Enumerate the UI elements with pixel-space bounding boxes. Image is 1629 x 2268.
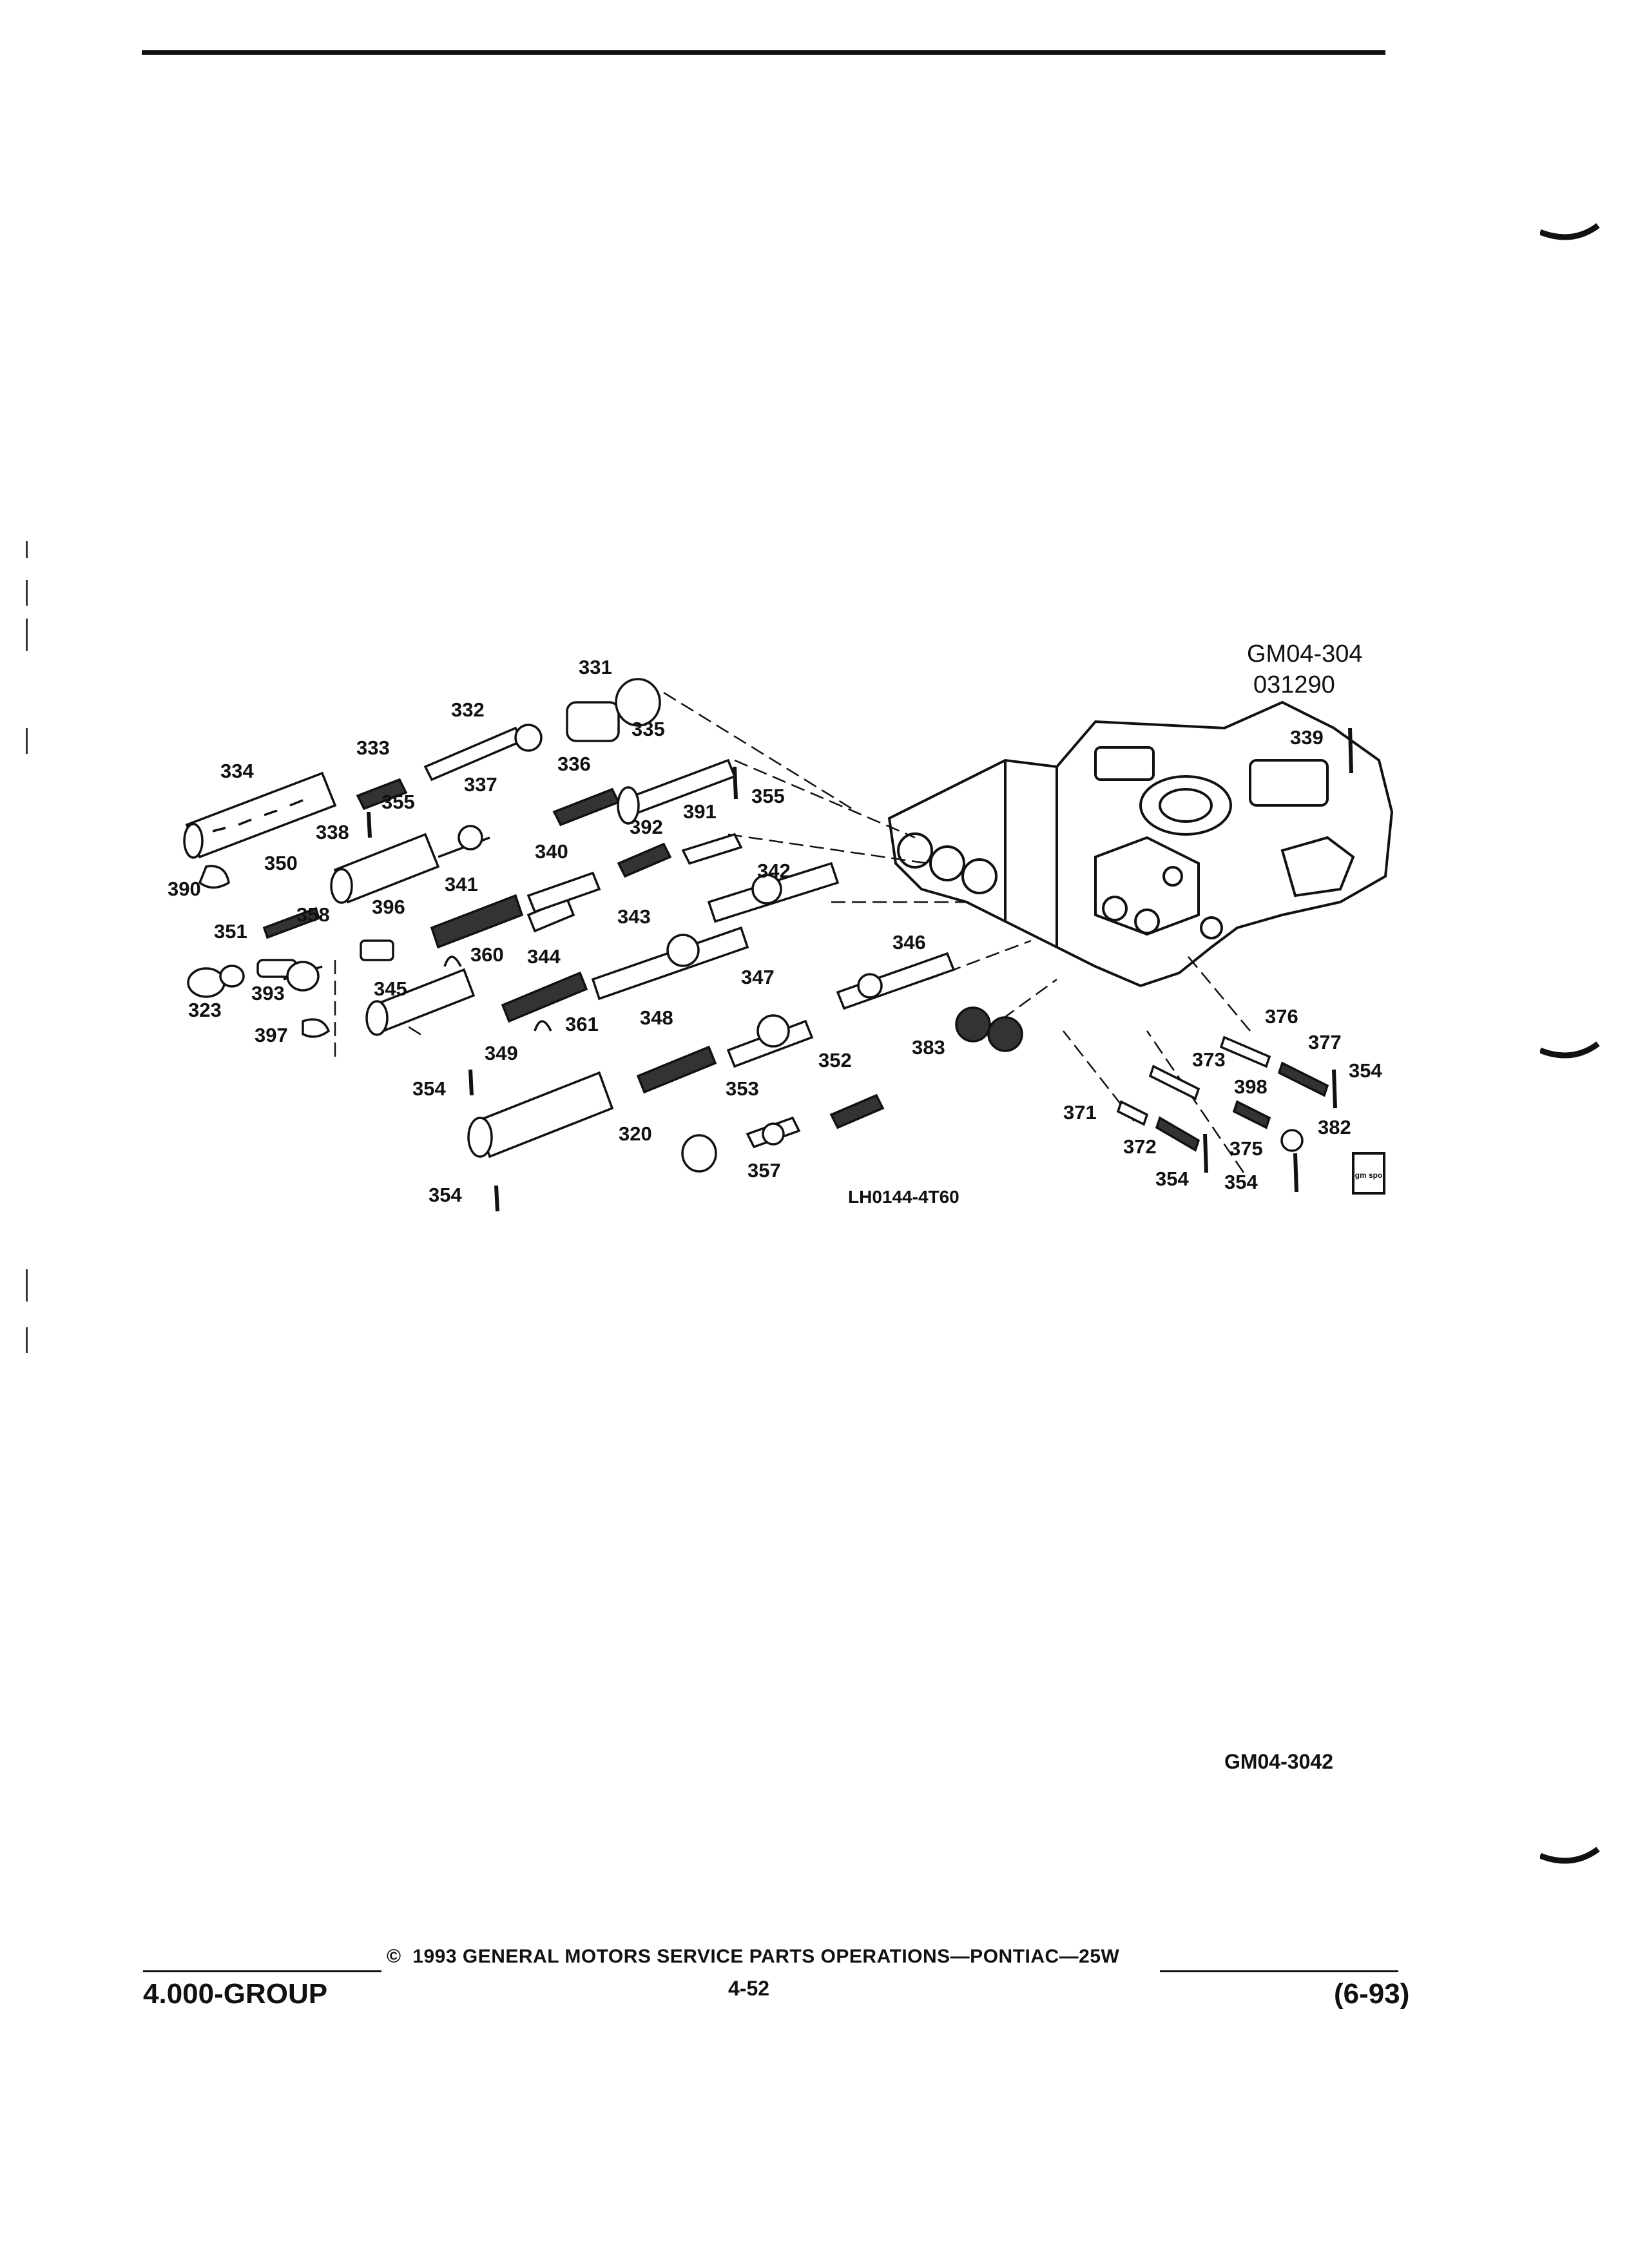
callout-label: 398 — [1234, 1075, 1268, 1098]
callout-label: 354 — [1349, 1059, 1382, 1082]
callout-label: 349 — [485, 1042, 518, 1064]
figure-ref: GM04-3042 — [1224, 1750, 1333, 1773]
callout-labels: 331 332 333 334 335 336 337 338 339 340 … — [168, 640, 1382, 1773]
margin-tick — [26, 619, 28, 651]
top-rule — [142, 50, 1385, 55]
callout-label: 383 — [912, 1036, 945, 1059]
margin-tick — [26, 728, 28, 754]
callout-label: 347 — [741, 966, 775, 988]
callout-label: 353 — [726, 1077, 759, 1100]
footer-copyright: © 1993 GENERAL MOTORS SERVICE PARTS OPER… — [387, 1946, 1119, 1968]
callout-label: 343 — [617, 905, 651, 928]
callout-label: 382 — [1318, 1116, 1351, 1139]
page-curl-mark — [1540, 1041, 1600, 1059]
callout-label: 344 — [527, 945, 561, 968]
callout-label: 335 — [631, 718, 665, 740]
footer-date: (6-93) — [1334, 1978, 1410, 2010]
callout-label: 354 — [412, 1077, 446, 1100]
callout-label: 361 — [565, 1013, 599, 1035]
callout-label: 355 — [751, 785, 785, 807]
callout-label: 336 — [557, 753, 591, 775]
margin-tick — [26, 580, 28, 606]
callout-label: 371 — [1063, 1101, 1097, 1124]
footer-group: 4.000-GROUP — [143, 1978, 328, 2010]
callout-label: 397 — [255, 1024, 288, 1046]
valve-body-casting — [887, 700, 1394, 988]
drawing-ref: LH0144-4T60 — [848, 1187, 959, 1207]
callout-label: 323 — [188, 999, 222, 1021]
callout-label: 350 — [264, 852, 298, 874]
callout-label: 396 — [372, 896, 405, 918]
callout-label: 339 — [1290, 726, 1324, 749]
callout-label: 337 — [464, 773, 497, 796]
footer-page-number: 4-52 — [728, 1977, 770, 2000]
callout-label: 331 — [579, 656, 612, 678]
callout-label: 342 — [757, 860, 791, 882]
callout-label: 346 — [892, 931, 926, 954]
callout-label: 373 — [1192, 1048, 1226, 1071]
callout-label: 391 — [683, 800, 717, 823]
copyright-symbol: © — [387, 1946, 401, 1967]
dashed-leader-lines — [334, 691, 1251, 1173]
callout-label: 375 — [1229, 1137, 1263, 1160]
callout-label: 332 — [451, 698, 485, 721]
callout-label: 393 — [251, 982, 285, 1004]
page-curl-mark — [1540, 1847, 1600, 1864]
callout-label: 392 — [630, 816, 663, 838]
callout-label: 340 — [535, 840, 568, 863]
margin-tick — [26, 541, 28, 558]
callout-label: 341 — [445, 873, 478, 896]
callout-label: 372 — [1123, 1135, 1157, 1158]
margin-tick — [26, 1327, 28, 1353]
footer-rule-right — [1160, 1970, 1398, 1972]
callout-label: 320 — [619, 1122, 652, 1145]
callout-label: 348 — [640, 1006, 673, 1029]
callout-label: 354 — [1155, 1168, 1189, 1190]
callout-label: 354 — [429, 1184, 462, 1206]
page-curl-mark — [1540, 223, 1600, 240]
callout-label: 334 — [220, 760, 254, 782]
callout-label: 333 — [356, 736, 390, 759]
figure-id: GM04-304 — [1247, 640, 1363, 668]
exploded-valve-parts — [183, 678, 1353, 1212]
callout-label: 338 — [316, 821, 349, 843]
copyright-text: 1993 GENERAL MOTORS SERVICE PARTS OPERAT… — [412, 1946, 1120, 1967]
callout-label: 360 — [470, 943, 504, 966]
margin-tick — [26, 1269, 28, 1302]
callout-label: 358 — [296, 903, 330, 926]
logo-text: gm spo — [1355, 1171, 1383, 1180]
callout-label: 357 — [747, 1159, 781, 1182]
callout-label: 355 — [381, 791, 415, 813]
footer-rule-left — [143, 1970, 381, 1972]
figure-date-code: 031290 — [1253, 671, 1335, 698]
callout-label: 351 — [214, 920, 247, 943]
callout-label: 377 — [1308, 1031, 1342, 1053]
callout-label: 390 — [168, 878, 201, 900]
logo-box: gm spo — [1352, 1152, 1385, 1195]
callout-label: 345 — [374, 977, 407, 1000]
callout-label: 376 — [1265, 1005, 1298, 1028]
callout-label: 352 — [818, 1049, 852, 1072]
callout-label: 354 — [1224, 1171, 1258, 1193]
